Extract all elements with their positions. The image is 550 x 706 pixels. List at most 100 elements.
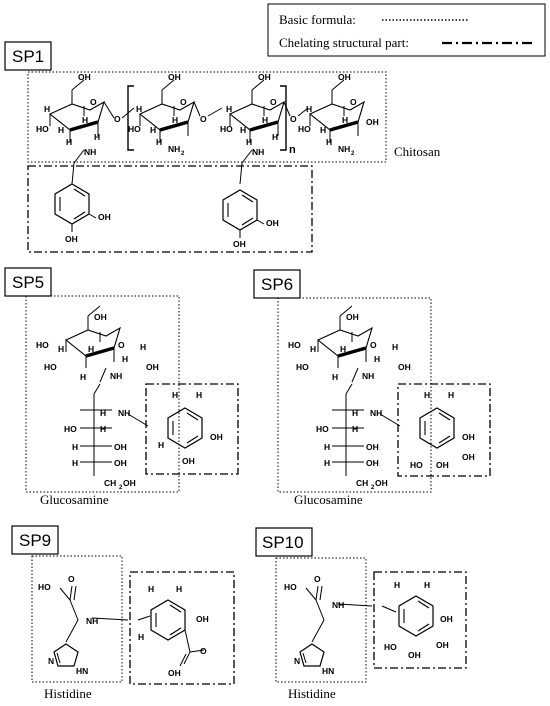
sp6-chelating-box	[397, 383, 491, 477]
svg-text:H: H	[100, 408, 106, 418]
svg-text:H: H	[172, 115, 178, 125]
svg-text:2: 2	[371, 485, 375, 491]
svg-text:HO: HO	[316, 424, 329, 434]
svg-text:H: H	[44, 104, 50, 114]
sp1-catechol-atoms: OH OH OH OH	[65, 212, 279, 249]
sp1-catechol-2	[222, 189, 258, 231]
sp5-phenol	[167, 407, 203, 449]
svg-text:NH: NH	[118, 408, 130, 418]
svg-text:HO: HO	[284, 582, 297, 592]
svg-text:H: H	[176, 584, 182, 594]
svg-text:H: H	[80, 372, 86, 382]
sp5-label-box	[4, 267, 52, 297]
svg-text:H: H	[136, 104, 142, 114]
sp9-benzene	[150, 599, 186, 641]
svg-text:OH: OH	[375, 478, 388, 488]
svg-text:O: O	[314, 574, 321, 584]
svg-text:H: H	[332, 372, 338, 382]
svg-text:OH: OH	[168, 668, 181, 678]
svg-text:O: O	[350, 97, 357, 107]
svg-text:H: H	[94, 132, 100, 142]
svg-text:O: O	[68, 574, 75, 584]
svg-text:OH: OH	[182, 456, 195, 466]
legend-box	[267, 3, 546, 57]
sp5-chelating-box	[145, 383, 239, 475]
svg-text:OH: OH	[168, 72, 181, 82]
svg-text:OH: OH	[338, 72, 351, 82]
sp6-pyrogallol	[419, 407, 455, 449]
svg-text:OH: OH	[462, 432, 475, 442]
svg-text:HO: HO	[128, 124, 141, 134]
sp1-basic-box	[27, 71, 387, 163]
svg-text:N: N	[294, 656, 300, 666]
svg-text:O: O	[290, 114, 297, 124]
sp10-chelating-box	[373, 571, 467, 669]
svg-text:H: H	[306, 104, 312, 114]
svg-text:O: O	[200, 114, 207, 124]
svg-text:H: H	[320, 125, 326, 135]
sp5-caption: Glucosamine	[40, 492, 109, 507]
svg-text:H: H	[122, 354, 128, 364]
svg-text:HO: HO	[38, 582, 51, 592]
svg-text:H: H	[82, 115, 88, 125]
sp9-atoms: HO O NH N HN H H OH H O OH	[38, 574, 209, 678]
svg-text:H: H	[374, 354, 380, 364]
svg-text:NH: NH	[168, 144, 180, 154]
sp10-label-box	[255, 527, 313, 557]
svg-text:H: H	[424, 580, 430, 590]
svg-text:OH: OH	[123, 478, 136, 488]
sp9-histidine-bonds	[59, 585, 151, 643]
svg-text:O: O	[370, 340, 377, 350]
sp1-chelating-box	[27, 165, 313, 253]
svg-text:OH: OH	[65, 234, 78, 244]
sp9-imidazole	[53, 643, 79, 667]
svg-text:O: O	[180, 97, 187, 107]
svg-text:OH: OH	[408, 650, 421, 660]
svg-text:H: H	[196, 390, 202, 400]
sp9-basic-box	[31, 555, 123, 683]
sp9-caption: Histidine	[44, 686, 92, 701]
svg-text:HO: HO	[64, 424, 77, 434]
svg-text:OH: OH	[266, 218, 279, 228]
svg-text:OH: OH	[346, 312, 359, 322]
svg-text:OH: OH	[233, 239, 246, 249]
svg-text:OH: OH	[114, 458, 127, 468]
repeat-bracket-left	[127, 85, 134, 151]
repeat-n: n	[289, 144, 296, 156]
svg-text:H: H	[352, 408, 358, 418]
svg-text:H: H	[310, 344, 316, 354]
svg-text:OH: OH	[114, 442, 127, 452]
svg-text:H: H	[72, 442, 78, 452]
sp1-label: SP1	[12, 47, 44, 66]
svg-text:O: O	[270, 97, 277, 107]
svg-text:H: H	[272, 132, 278, 142]
sp1-label-box	[4, 41, 52, 71]
svg-text:OH: OH	[196, 614, 209, 624]
svg-text:NH: NH	[362, 371, 374, 381]
svg-text:HN: HN	[76, 666, 88, 676]
svg-text:HO: HO	[296, 362, 309, 372]
svg-text:OH: OH	[366, 458, 379, 468]
chitosan-unit-4	[308, 78, 366, 144]
svg-text:O: O	[118, 340, 125, 350]
svg-text:H: H	[66, 137, 72, 147]
sp6-label-box	[253, 269, 301, 299]
sp6-atoms: OH O H HO HO H H H H OH NH NH H HO H H O…	[288, 312, 411, 491]
svg-text:H: H	[240, 125, 246, 135]
sp10-label: SP10	[262, 533, 304, 552]
svg-text:H: H	[72, 458, 78, 468]
svg-text:CH: CH	[104, 478, 116, 488]
svg-text:OH: OH	[146, 362, 159, 372]
svg-text:NH: NH	[370, 408, 382, 418]
svg-text:H: H	[148, 584, 154, 594]
repeat-bracket-right	[280, 85, 287, 151]
svg-text:2: 2	[181, 151, 185, 157]
sp10-histidine-bonds	[305, 585, 397, 643]
svg-text:HO: HO	[298, 124, 311, 134]
svg-text:N: N	[48, 656, 54, 666]
sp5-chain	[80, 367, 149, 476]
svg-text:H: H	[172, 390, 178, 400]
glycosidic-links	[103, 101, 309, 119]
svg-text:HO: HO	[384, 642, 397, 652]
